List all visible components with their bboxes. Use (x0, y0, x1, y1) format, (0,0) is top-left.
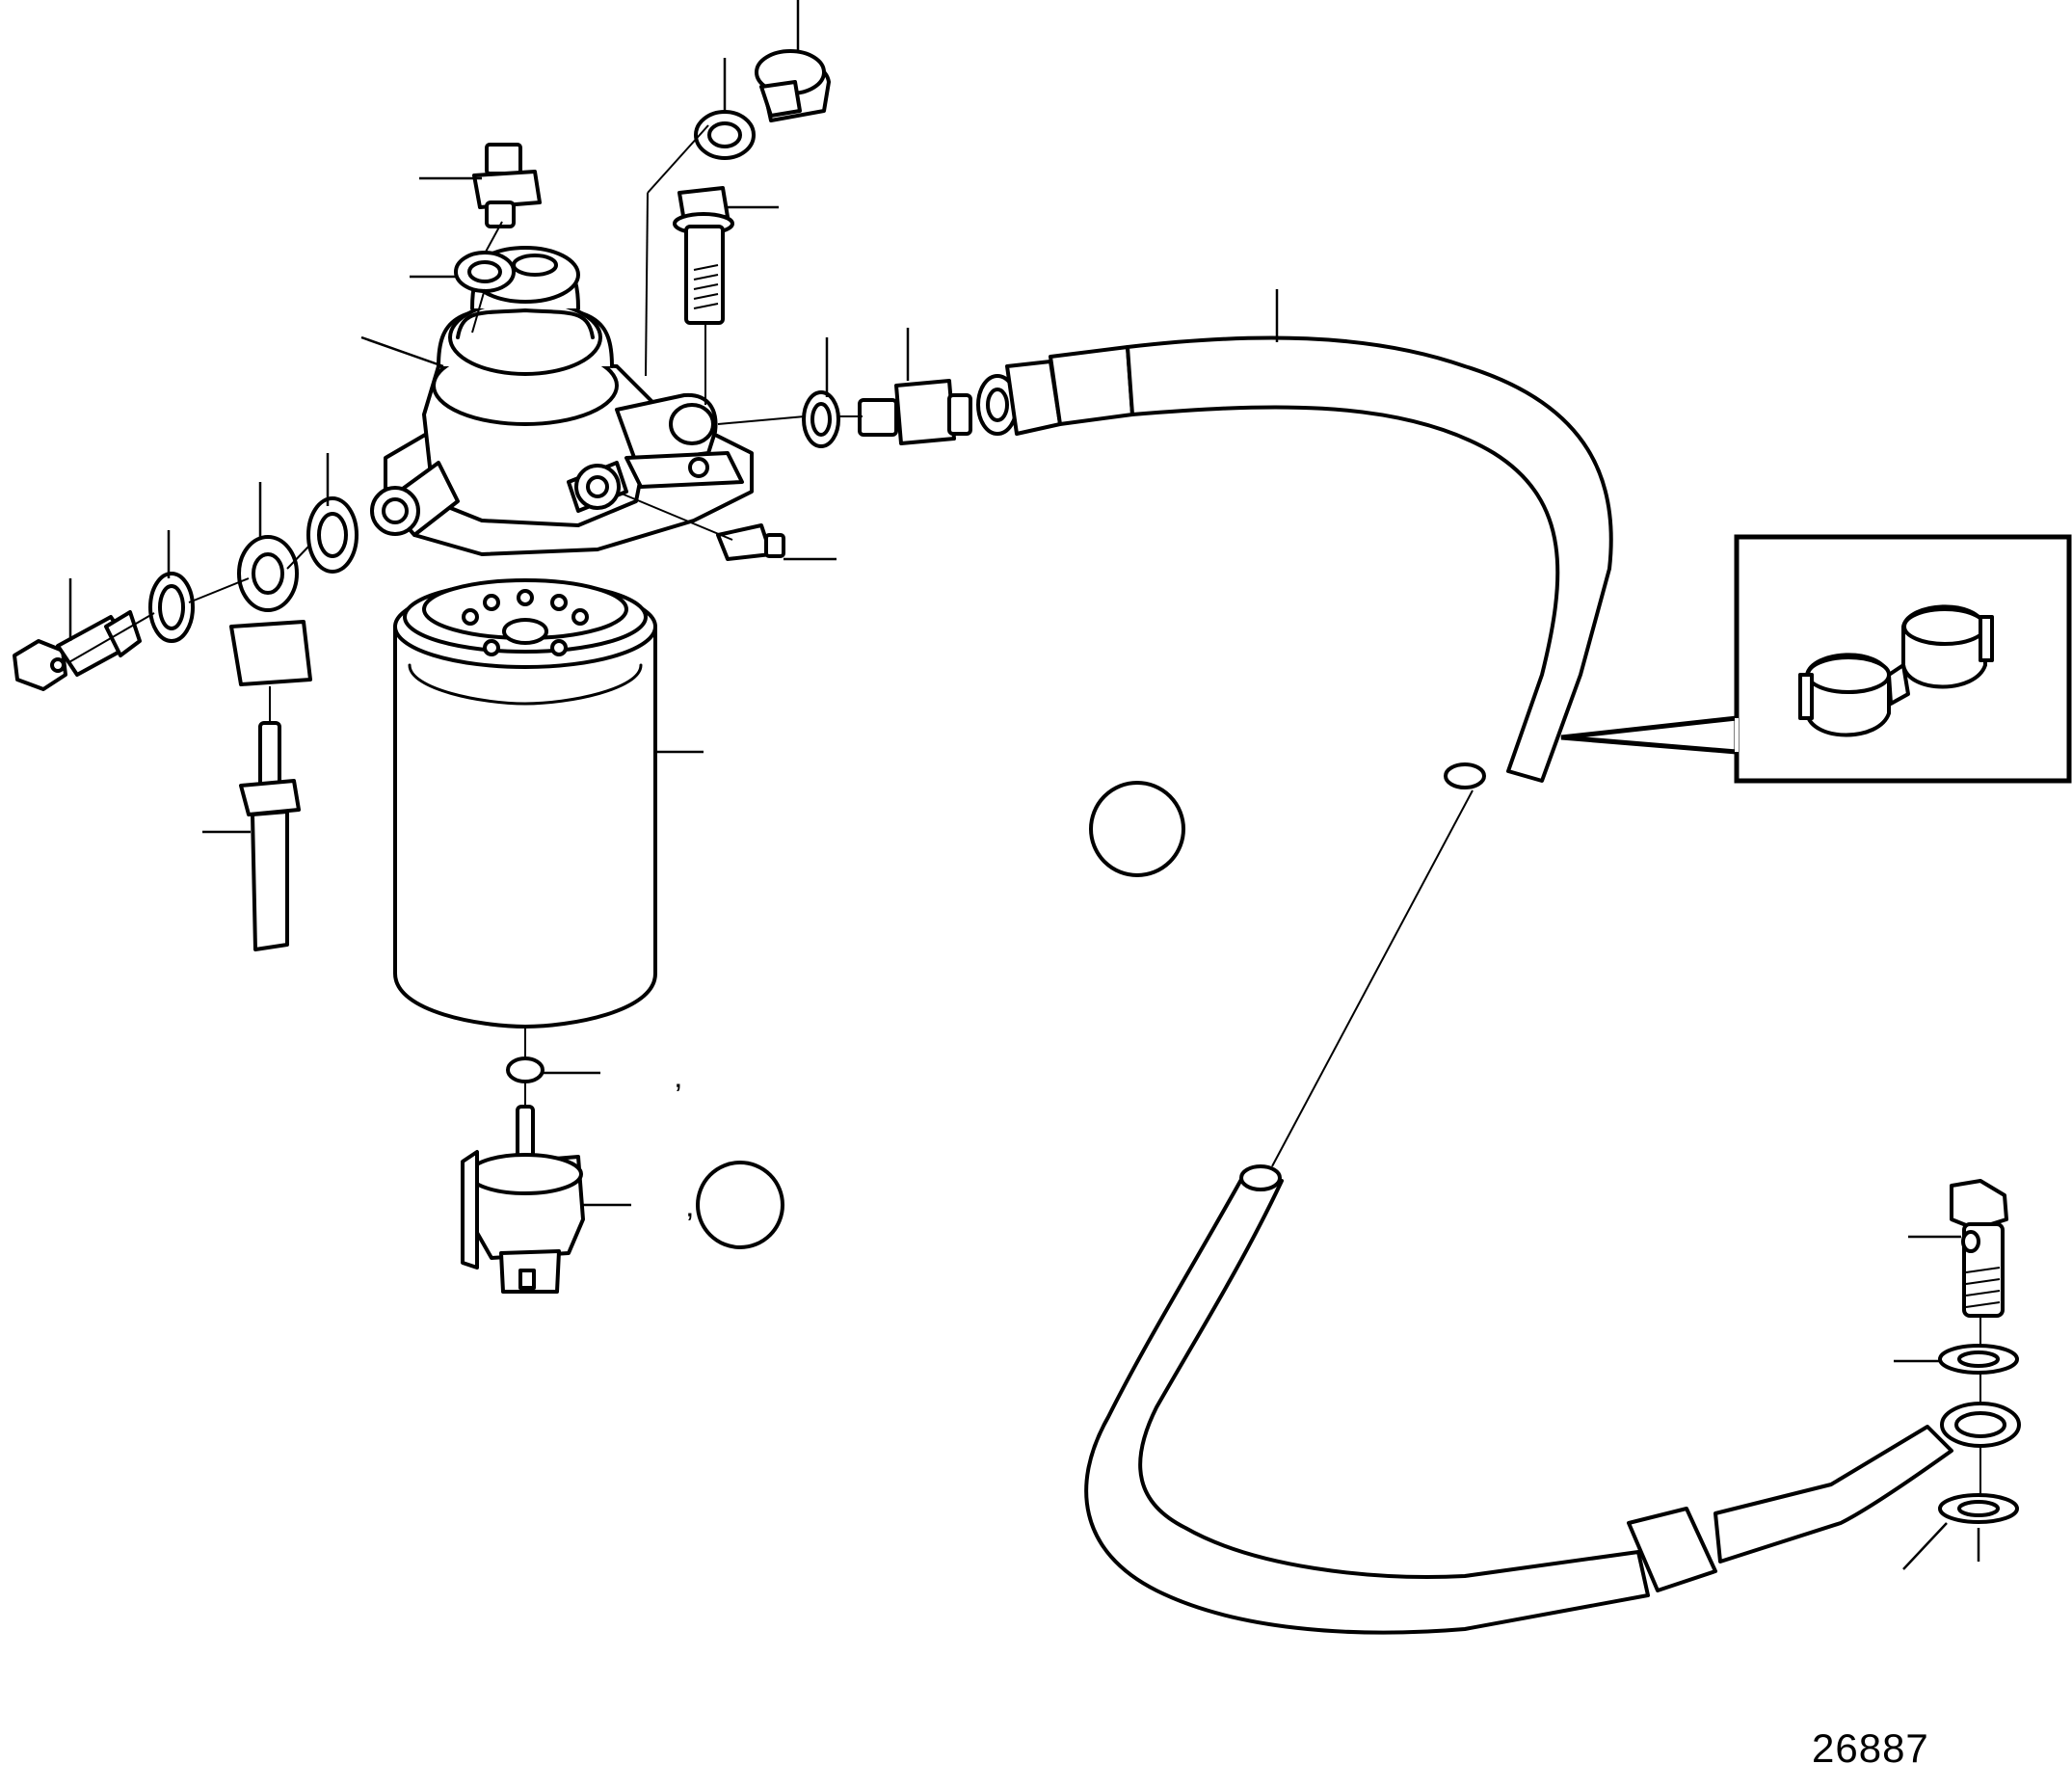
diagram-reference-number: 26887 (1812, 1725, 1929, 1771)
detail-inset-hose-clip (1560, 534, 2072, 784)
outlet-fittings (802, 345, 1134, 448)
apostrophe-mark-2: ’ (686, 1207, 694, 1243)
leader-lines (66, 0, 1981, 1570)
apostrophe-mark-1: ’ (675, 1078, 682, 1114)
filter-head-bracket (370, 246, 754, 556)
pressure-sensor (454, 143, 542, 293)
plug-assembly (694, 49, 831, 160)
fuel-filter-cartridge (393, 578, 657, 1029)
reference-circle-1 (1089, 781, 1185, 877)
left-banjo-assembly (13, 496, 359, 951)
banjo-assembly (1938, 1179, 2021, 1524)
flange-screw (673, 186, 734, 325)
fuel-hose (1084, 335, 1953, 1635)
reference-circle-2 (696, 1161, 784, 1249)
water-in-fuel-sensor (461, 1105, 585, 1294)
drain-washer (506, 1056, 545, 1083)
bleed-screw (716, 523, 785, 561)
